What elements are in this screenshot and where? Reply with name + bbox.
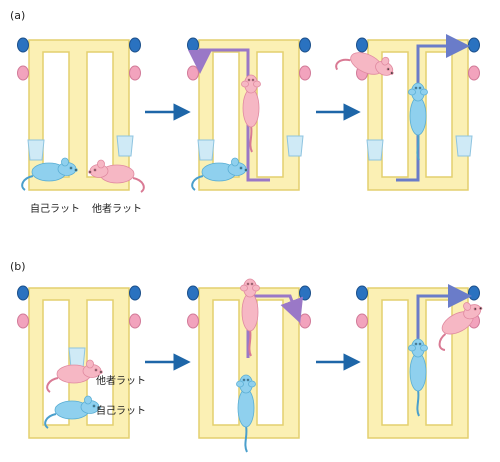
self-rat-label-b: 自己ラット (96, 404, 146, 417)
other-rat-label-b: 他者ラット (96, 374, 146, 387)
self-rat-label-a: 自己ラット (30, 202, 80, 215)
panel-a-label: (a) (10, 9, 25, 22)
path-other-rat-a2 (188, 48, 270, 182)
path-self-rat-b3 (416, 284, 472, 350)
other-rat-label-a: 他者ラット (92, 202, 142, 215)
self-rat-b2 (235, 374, 257, 453)
panel-b-label: (b) (10, 260, 26, 273)
